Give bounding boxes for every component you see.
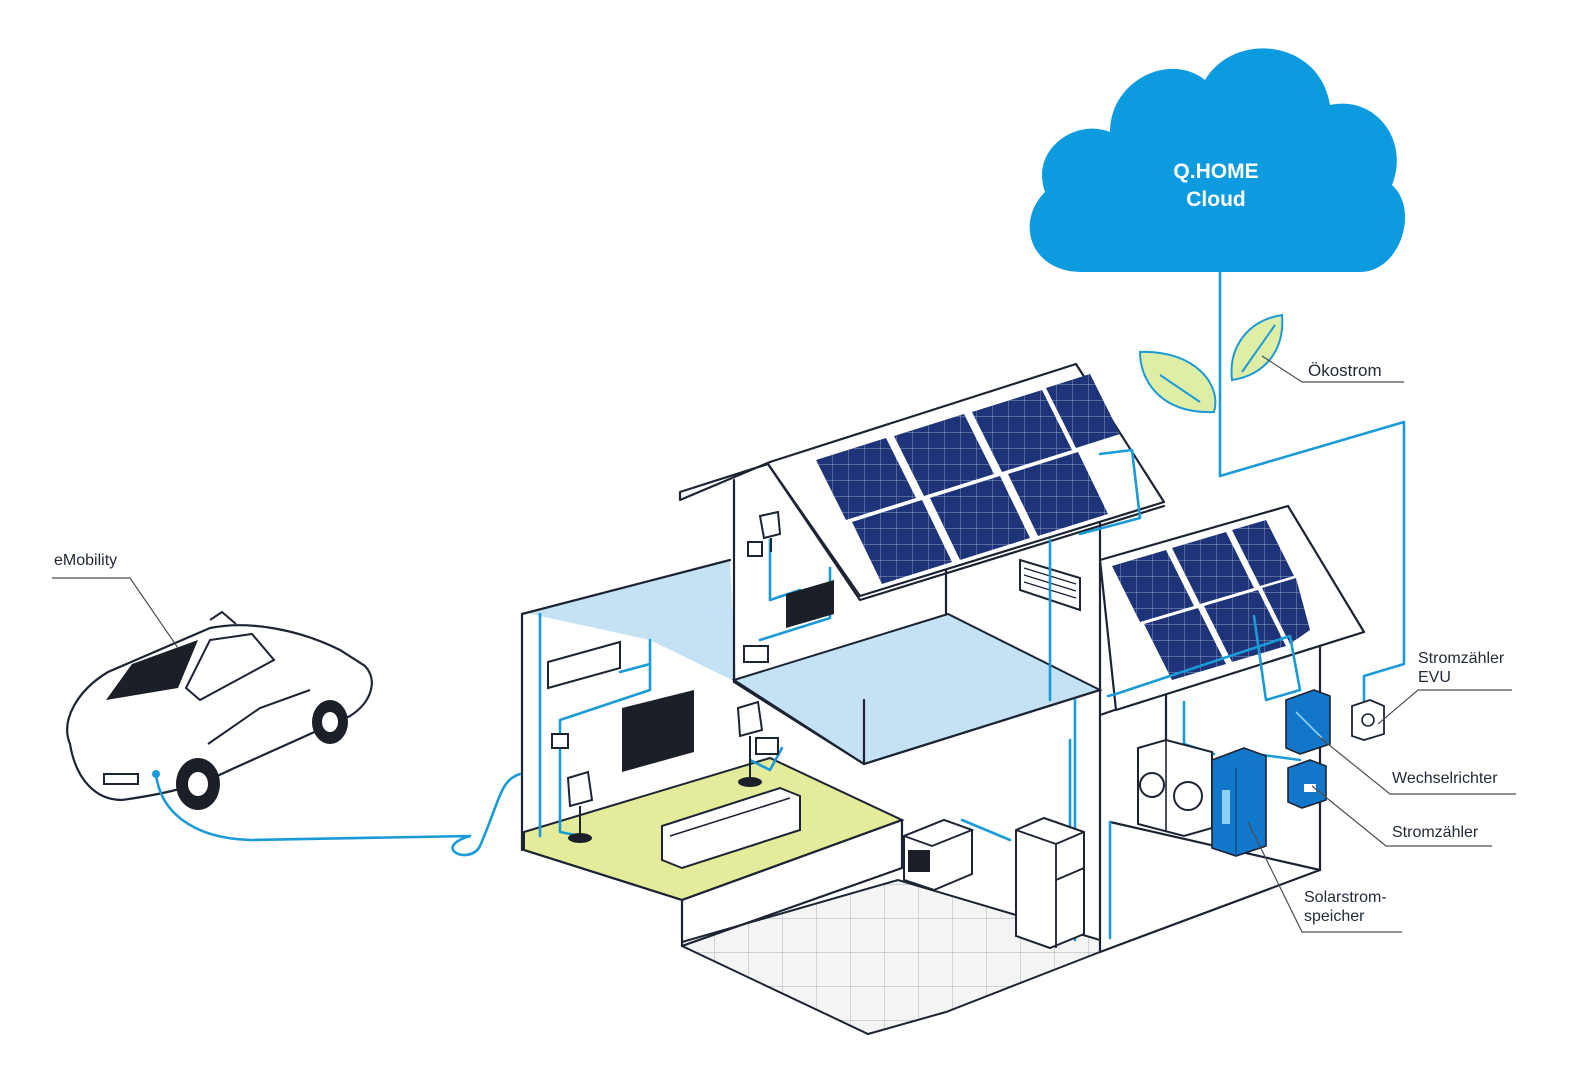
- tv-icon: [622, 690, 694, 772]
- fridge-icon: [1015, 816, 1085, 950]
- solar-panels-annex: [1112, 520, 1310, 680]
- tv-upstairs-icon: [786, 580, 834, 628]
- label-speicher-line2: speicher: [1304, 908, 1365, 925]
- label-wechselrichter: Wechselrichter: [1392, 770, 1498, 787]
- meter-icon: [1287, 759, 1327, 809]
- label-stromzaehler-evu-line1: Stromzähler: [1418, 650, 1505, 667]
- air-conditioner-icon: [547, 640, 621, 690]
- sockets-icon: [551, 541, 779, 755]
- label-oekostrom: Ökostrom: [1308, 361, 1382, 380]
- lamp-icon: [566, 510, 782, 843]
- label-speicher-line1: Solarstrom-: [1304, 889, 1387, 906]
- label-emobility: eMobility: [54, 552, 117, 569]
- cloud-title: Q.HOME: [1173, 160, 1258, 183]
- inverter-icon: [1285, 689, 1331, 755]
- car-icon: [66, 610, 373, 810]
- cloud-icon: [1029, 48, 1406, 273]
- solar-panels-main: [816, 374, 1120, 584]
- stove-icon: [901, 818, 975, 892]
- sofa-icon: [661, 786, 801, 870]
- leaf-icon: [1138, 313, 1284, 414]
- label-stromzaehler: Stromzähler: [1392, 824, 1479, 841]
- grid-meter-icon: [1351, 699, 1385, 741]
- battery-storage-icon: [1211, 747, 1267, 857]
- cloud-subtitle: Cloud: [1186, 188, 1245, 211]
- label-stromzaehler-evu-line2: EVU: [1418, 669, 1451, 686]
- washing-machine-icon: [1137, 738, 1213, 838]
- charging-cable: [152, 770, 522, 857]
